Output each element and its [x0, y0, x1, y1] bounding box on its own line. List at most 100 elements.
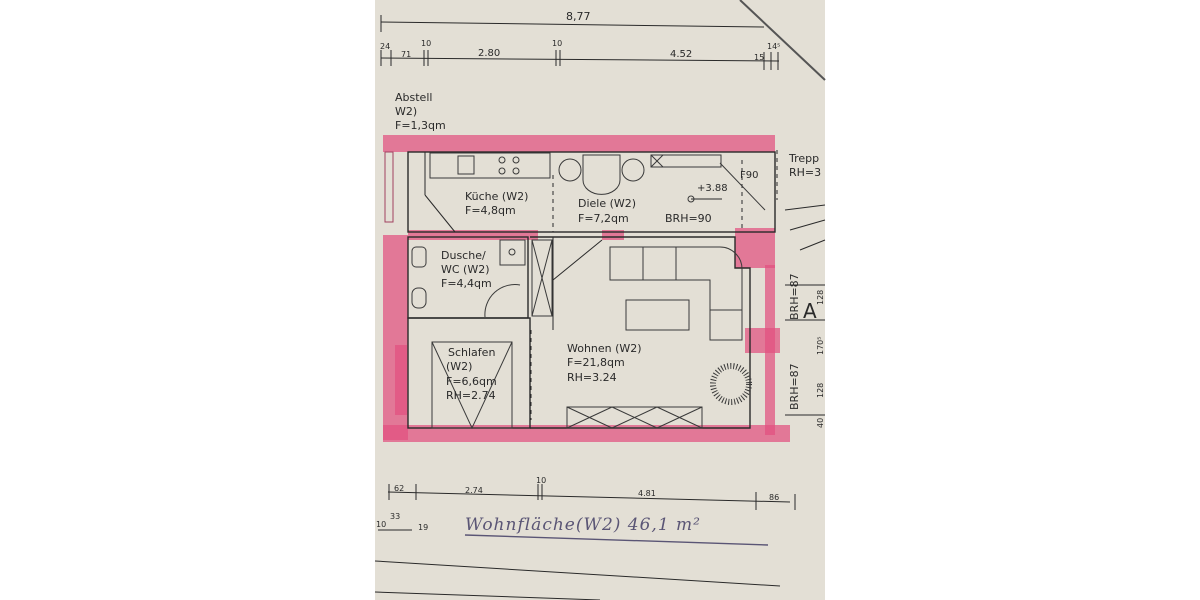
dimension-line — [374, 560, 781, 587]
paper — [375, 0, 825, 600]
dim-label: 4.81 — [638, 489, 656, 498]
shower-door-arc — [484, 284, 521, 318]
shower-tray — [499, 239, 526, 266]
dim-label: 128 — [816, 290, 825, 305]
dim-label: 62 — [394, 484, 404, 493]
living-furniture — [566, 246, 752, 429]
room-area-diele: F=7,2qm — [578, 212, 629, 225]
bottom-dimensions: 62 2.74 10 4.81 86 10 33 19 — [376, 476, 796, 532]
room-area-dusche: F=4,4qm — [441, 277, 492, 290]
door-swing — [552, 239, 603, 281]
handwritten-living-area-note: Wohnfläche(W2) 46,1 m² — [465, 515, 701, 535]
wall-highlight-inner — [408, 230, 538, 240]
wall-highlight-inner — [602, 230, 624, 240]
dim-label: 170⁵ — [816, 337, 825, 355]
room-area-abstell: F=1,3qm — [395, 119, 446, 132]
wardrobe — [650, 154, 722, 168]
room-name-abstell: Abstell — [395, 91, 432, 104]
dimension-line — [387, 491, 791, 503]
handwritten-underline — [464, 534, 769, 546]
toilet-icon — [411, 287, 427, 309]
hallway-furniture — [558, 154, 766, 211]
dim-overall: 8,77 — [566, 10, 591, 23]
room-rh-treppe: RH=3 — [789, 166, 821, 179]
door-rating-label: F90 — [740, 170, 758, 181]
dim-label: 86 — [769, 493, 779, 502]
room-name-treppe: Trepp — [788, 152, 819, 165]
dim-label: 15 — [754, 53, 764, 62]
brh-label: BRH=90 — [665, 212, 712, 225]
room-unit-abstell: W2) — [395, 105, 417, 118]
stove-burner-icon — [498, 156, 506, 164]
wall-highlight-bottom — [383, 425, 790, 442]
chair-icon — [558, 158, 582, 182]
dimension-line — [380, 21, 765, 28]
room-unit-dusche: WC (W2) — [441, 263, 490, 276]
dimension-line — [374, 591, 601, 600]
bed-triangle — [431, 341, 513, 430]
wall-highlight-right — [745, 328, 780, 353]
dim-label: 40 — [816, 418, 825, 428]
top-dimensions: 8,77 24 71 10 2.80 10 4.52 15 14⁵ — [380, 10, 780, 70]
stair-line — [719, 162, 766, 211]
drain-icon — [508, 248, 516, 256]
cupboard — [531, 239, 553, 317]
hatched-wall — [384, 151, 394, 223]
bathroom-fixtures — [411, 239, 553, 318]
dimension-line — [380, 57, 780, 62]
plant-icon — [710, 363, 752, 405]
highlighted-walls — [383, 135, 790, 442]
stove-burner-icon — [512, 156, 520, 164]
dim-label: 4.52 — [670, 49, 692, 60]
dim-label: 14⁵ — [767, 42, 780, 51]
dim-label: 71 — [401, 50, 411, 59]
cross — [650, 154, 664, 168]
walls — [384, 150, 778, 429]
dim-label: 10 — [376, 520, 386, 529]
dim-label: 2.74 — [465, 486, 483, 495]
coffee-table — [625, 299, 690, 331]
room-rh-schlafen: RH=2.74 — [446, 389, 496, 402]
wall-north-rooms — [407, 151, 776, 233]
dim-label: 19 — [418, 523, 428, 532]
washbasin-icon — [411, 246, 427, 268]
neighbor-stair: BRH=87 BRH=87 A 128 170⁵ 128 40 — [784, 204, 826, 428]
cross — [531, 239, 553, 317]
dim-label: 33 — [390, 512, 400, 521]
section-marker-a: A — [803, 299, 817, 323]
table-icon — [582, 154, 621, 195]
room-area-kueche: F=4,8qm — [465, 204, 516, 217]
room-name-kueche: Küche (W2) — [465, 190, 528, 203]
room-rh-wohnen: RH=3.24 — [567, 371, 617, 384]
wall-living — [530, 236, 751, 429]
room-name-diele: Diele (W2) — [578, 197, 636, 210]
room-unit-schlafen: (W2) — [446, 360, 472, 373]
brh-label-2: BRH=87 — [788, 363, 801, 410]
dim-label: 10 — [421, 39, 431, 48]
room-name-schlafen: Schlafen — [448, 346, 495, 359]
stair-lines — [784, 204, 826, 416]
wall-highlight-left-inner — [395, 345, 407, 415]
wall-highlight-right — [735, 228, 775, 268]
counter — [429, 152, 551, 179]
dim-label: 2.80 — [478, 48, 500, 59]
stove-burner-icon — [498, 167, 506, 175]
dim-label: 128 — [816, 383, 825, 398]
floor-level-label: +3.88 — [697, 183, 728, 194]
door-swing — [424, 194, 456, 233]
dim-label: 10 — [536, 476, 546, 485]
dim-label: 24 — [380, 42, 390, 51]
sink-icon — [457, 155, 475, 175]
room-area-wohnen: F=21,8qm — [567, 356, 625, 369]
stove-burner-icon — [512, 167, 520, 175]
chair-icon — [621, 158, 645, 182]
sideboard — [566, 406, 703, 429]
room-name-wohnen: Wohnen (W2) — [567, 342, 642, 355]
dim-label: 10 — [552, 39, 562, 48]
wall-highlight-top — [383, 135, 775, 152]
brh-label-1: BRH=87 — [788, 273, 801, 320]
sideboard-crosses — [566, 406, 703, 429]
kitchen-counter — [429, 152, 551, 179]
